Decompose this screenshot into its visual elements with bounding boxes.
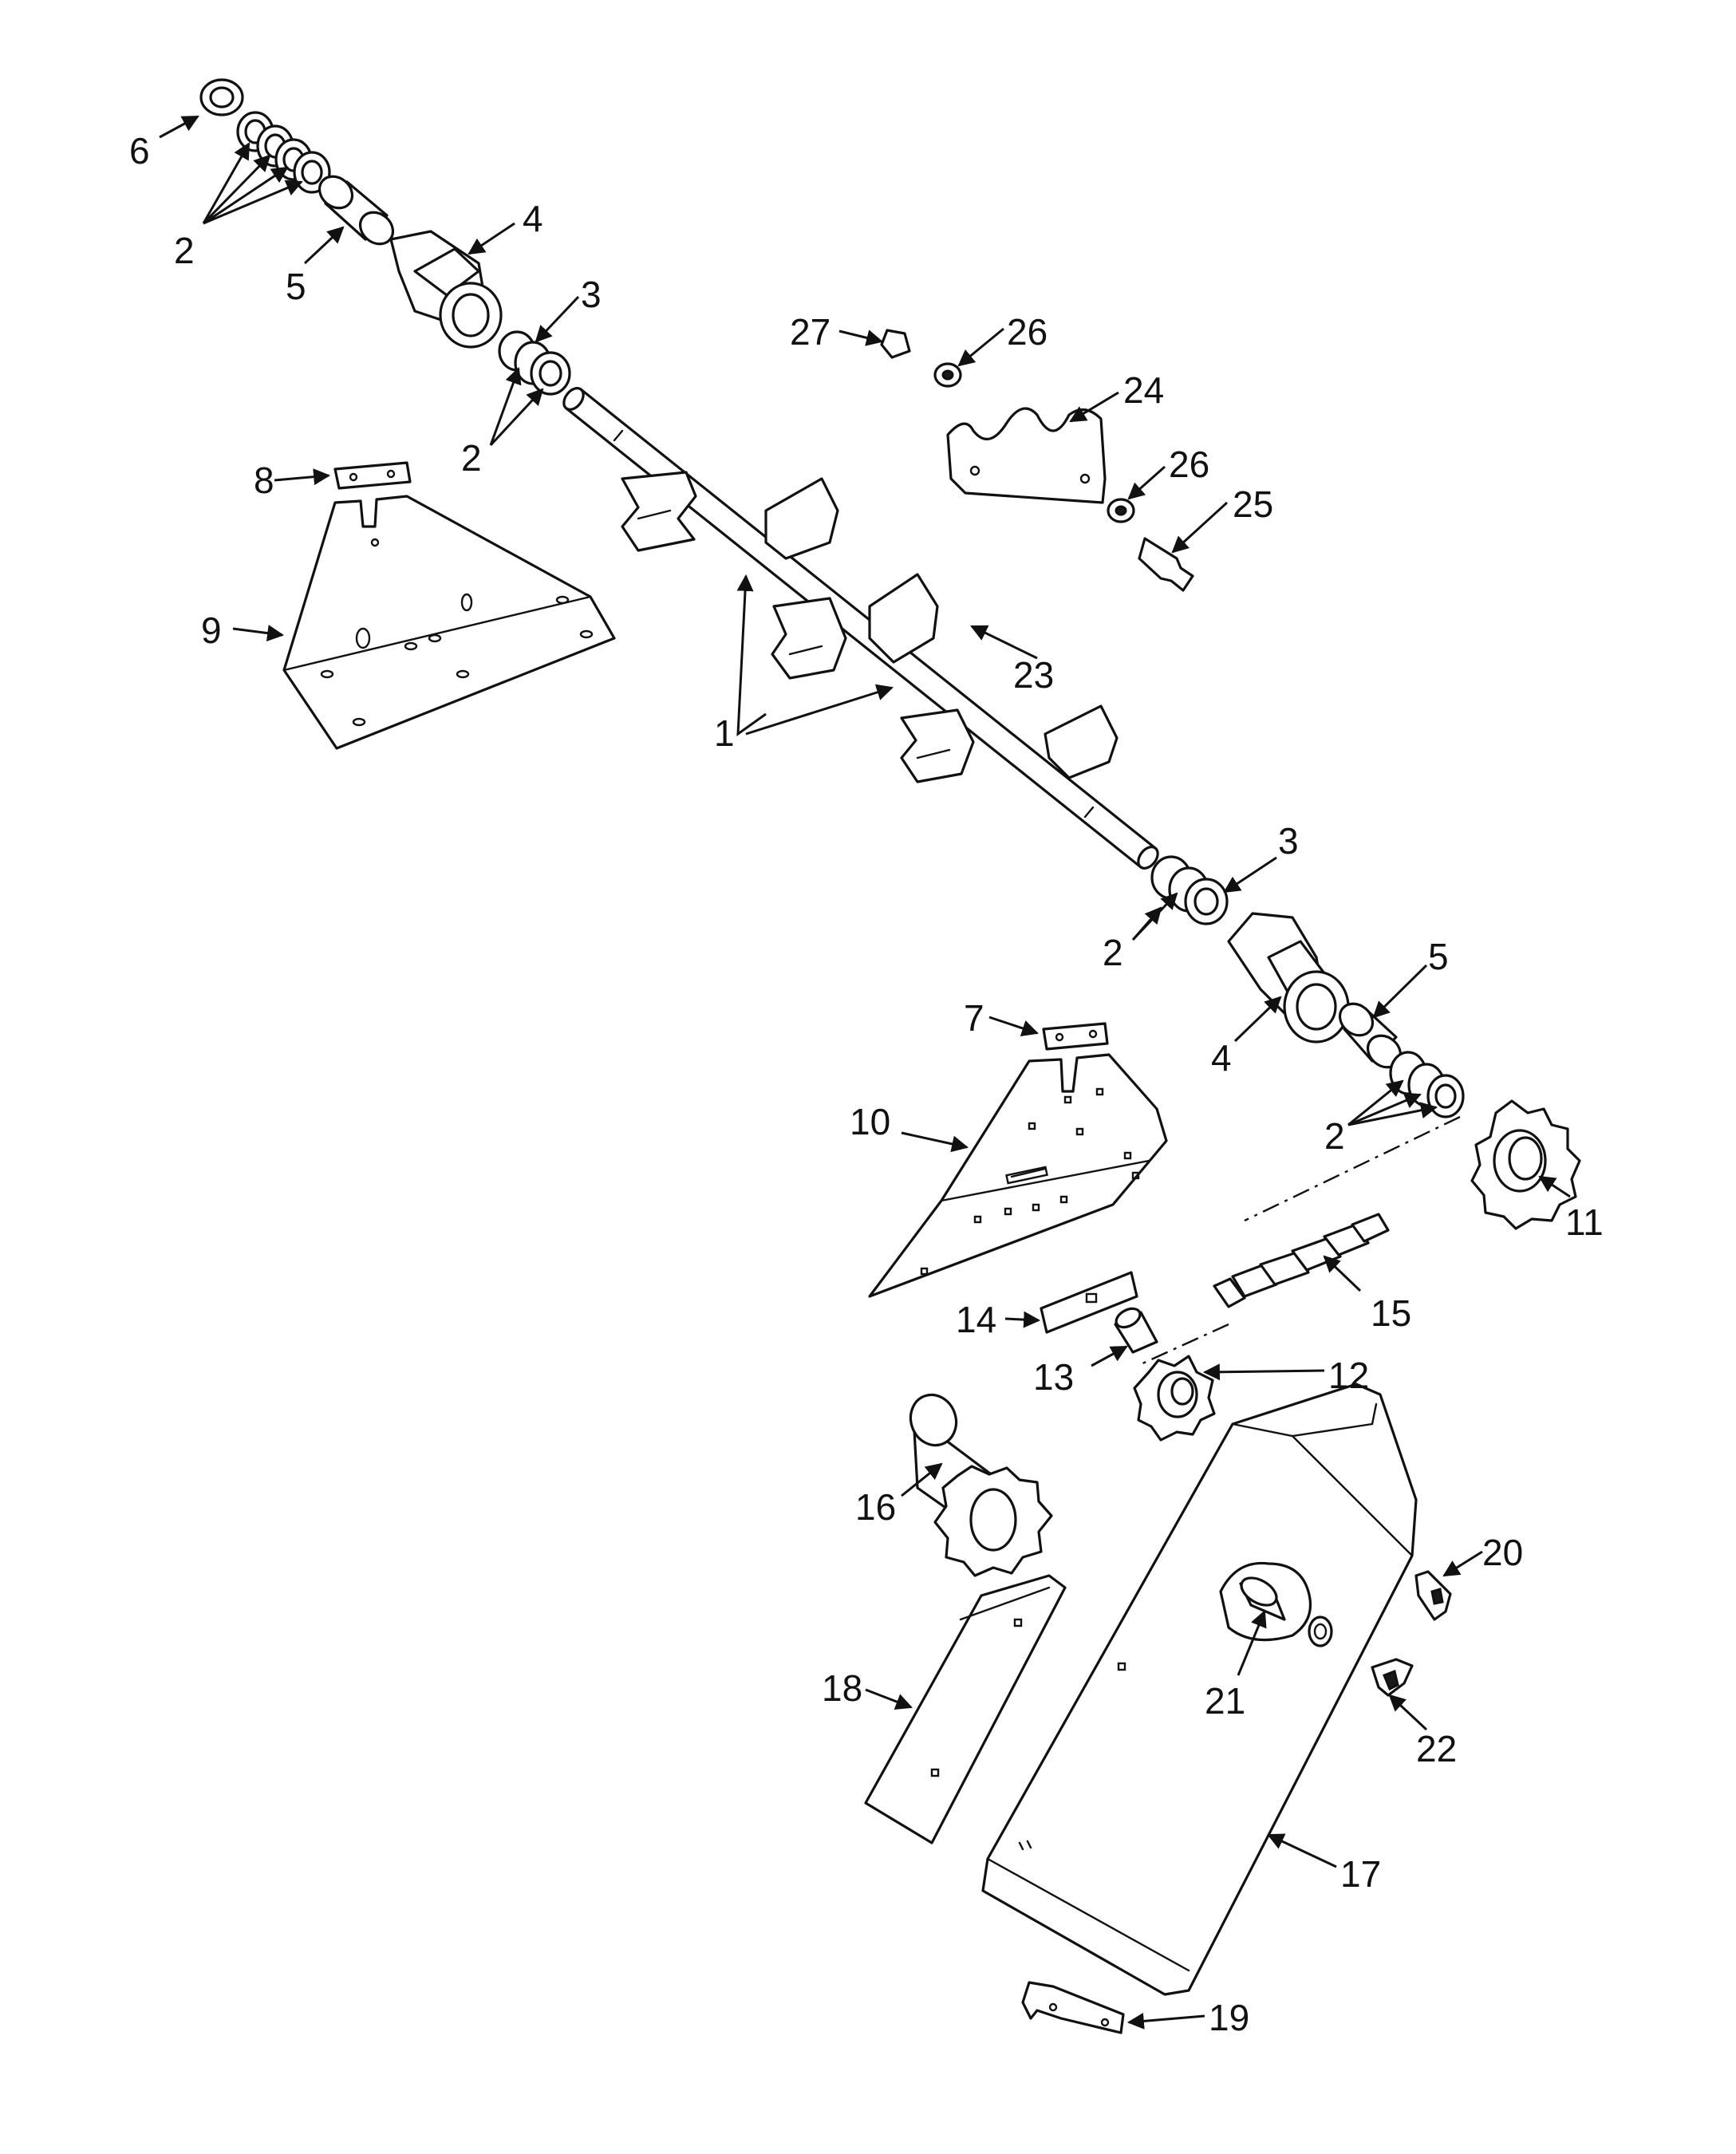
plate-left-upper	[282, 461, 616, 750]
main-shaft	[562, 387, 1159, 870]
small-drive-parts	[1040, 1271, 1216, 1442]
callout-21: 21	[1205, 1680, 1245, 1722]
callout-11: 11	[1565, 1201, 1604, 1243]
callout-3: 3	[1278, 820, 1299, 862]
callout-2: 2	[174, 230, 195, 271]
callout-18: 18	[822, 1667, 862, 1709]
callout-2: 2	[1103, 932, 1123, 973]
lower-bearing-stack	[1150, 855, 1465, 1118]
callout-10: 10	[850, 1101, 890, 1142]
large-sprocket	[1470, 1099, 1581, 1230]
callout-17: 17	[1340, 1853, 1381, 1895]
callout-2: 2	[461, 437, 482, 479]
roller-chain	[1140, 1115, 1461, 1366]
sprocket-hub	[909, 1393, 1053, 1577]
callout-4: 4	[523, 198, 543, 239]
plate-right	[868, 1022, 1168, 1298]
callout-5: 5	[286, 266, 306, 307]
callout-24: 24	[1123, 369, 1164, 411]
callout-13: 13	[1033, 1356, 1074, 1398]
leader-lines	[159, 115, 1571, 2030]
shaft-paddles	[621, 471, 1119, 783]
callout-6: 6	[129, 130, 150, 172]
callout-19: 19	[1209, 1997, 1249, 2038]
callout-3: 3	[581, 274, 602, 315]
callout-20: 20	[1482, 1532, 1523, 1573]
callout-15: 15	[1371, 1292, 1411, 1334]
callout-labels: 6 2 5 4 3 2 27 26 24 26 25 8 9 23 1 3 2 …	[129, 130, 1604, 2038]
callout-4: 4	[1211, 1037, 1232, 1079]
callout-9: 9	[201, 610, 222, 651]
callout-26: 26	[1169, 444, 1209, 485]
callout-16: 16	[855, 1486, 896, 1528]
upper-bearing-stack	[199, 78, 571, 396]
callout-2: 2	[1324, 1115, 1345, 1157]
tightener-assembly	[880, 329, 1194, 592]
chain-shield	[981, 1383, 1418, 1996]
callout-22: 22	[1416, 1728, 1457, 1769]
callout-7: 7	[964, 997, 984, 1039]
callout-12: 12	[1328, 1355, 1369, 1396]
callout-8: 8	[254, 460, 274, 501]
callout-27: 27	[790, 311, 831, 353]
callout-5: 5	[1428, 936, 1449, 977]
callout-26: 26	[1007, 311, 1048, 353]
callout-1: 1	[714, 712, 735, 754]
callout-23: 23	[1013, 654, 1054, 696]
small-brackets	[1021, 1570, 1452, 2034]
callout-14: 14	[956, 1299, 996, 1340]
guard-plate	[864, 1574, 1067, 1844]
callout-25: 25	[1233, 483, 1273, 525]
